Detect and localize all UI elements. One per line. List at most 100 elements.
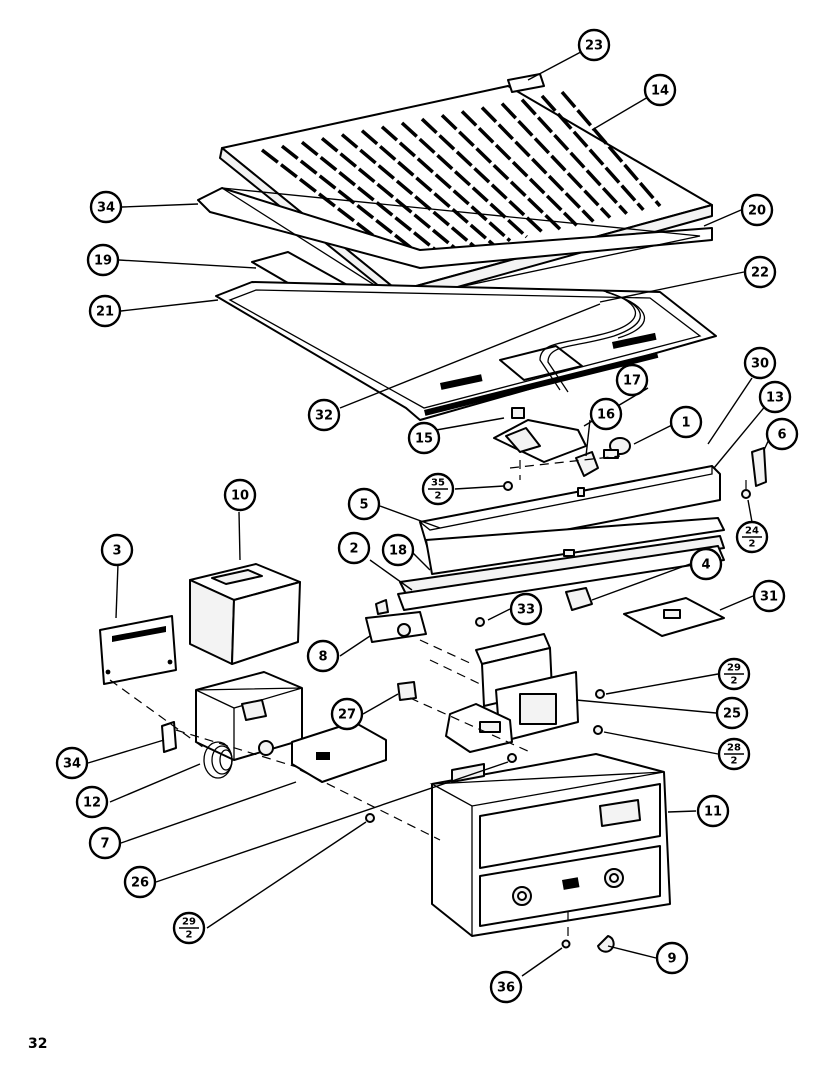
callout-30: 30 xyxy=(743,346,777,380)
callout-17: 17 xyxy=(615,363,649,397)
callout-number: 10 xyxy=(231,489,249,504)
callout-24_2: 242 xyxy=(735,520,769,554)
callout-12: 12 xyxy=(75,785,109,819)
callout-circle xyxy=(123,865,157,899)
tray-21 xyxy=(215,281,717,421)
callout-number: 21 xyxy=(96,305,114,320)
callout-35_2: 352 xyxy=(421,472,455,506)
callout-number: 12 xyxy=(83,796,101,811)
coil-12 xyxy=(203,741,233,779)
callout-circle xyxy=(223,478,257,512)
callout-circle xyxy=(330,697,364,731)
callout-circle xyxy=(715,696,749,730)
shelf-liner xyxy=(197,187,713,301)
fitting-8 xyxy=(365,599,427,643)
callout-number: 28 xyxy=(727,743,741,754)
callout-number: 16 xyxy=(597,408,615,423)
callout-number: 14 xyxy=(651,84,669,99)
screws xyxy=(365,481,605,823)
callout-31: 31 xyxy=(752,579,786,613)
callout-circle xyxy=(88,294,122,328)
callout-29_2a: 292 xyxy=(717,657,751,691)
callout-number: 3 xyxy=(112,544,121,559)
callout-19: 19 xyxy=(86,243,120,277)
callout-circle xyxy=(669,405,703,439)
callout-circle xyxy=(765,417,799,451)
callout-9: 9 xyxy=(655,941,689,975)
grille-slot xyxy=(480,106,595,223)
callout-34b: 34 xyxy=(55,746,89,780)
callout-11: 11 xyxy=(696,794,730,828)
callout-circle xyxy=(337,531,371,565)
callout-number: 29 xyxy=(182,917,196,928)
callout-25: 25 xyxy=(715,696,749,730)
callout-number: 25 xyxy=(723,707,741,722)
control-panel-11 xyxy=(429,753,671,937)
callout-15: 15 xyxy=(407,421,441,455)
callout-circle xyxy=(381,533,415,567)
callout-23: 23 xyxy=(577,28,611,62)
wire-harness xyxy=(539,289,646,393)
clip-6 xyxy=(741,447,767,499)
knob-9 xyxy=(561,935,615,953)
callout-number: 4 xyxy=(701,558,710,573)
grille-slot xyxy=(280,144,428,262)
callout-number: 6 xyxy=(777,428,786,443)
grille-slot xyxy=(400,121,528,239)
grille-slot xyxy=(420,117,545,235)
callout-number: 22 xyxy=(751,266,769,281)
grille-slot xyxy=(500,102,612,219)
callout-circle xyxy=(743,346,777,380)
callout-circle xyxy=(696,794,730,828)
callout-number: 27 xyxy=(338,708,356,723)
channel-parts xyxy=(397,517,725,611)
callout-32: 32 xyxy=(307,398,341,432)
callout-quantity: 2 xyxy=(186,930,193,941)
callout-29_2b: 292 xyxy=(172,911,206,945)
callout-6: 6 xyxy=(765,417,799,451)
callout-circle xyxy=(407,421,441,455)
callout-quantity: 2 xyxy=(435,491,442,502)
callout-circle xyxy=(752,579,786,613)
callout-circle xyxy=(489,970,523,1004)
callout-number: 17 xyxy=(623,374,641,389)
callout-number: 5 xyxy=(359,498,368,513)
callout-circle xyxy=(743,255,777,289)
callout-16: 16 xyxy=(589,397,623,431)
callout-number: 9 xyxy=(667,952,676,967)
switch-4 xyxy=(565,587,593,611)
callout-circle xyxy=(615,363,649,397)
callout-36: 36 xyxy=(489,970,523,1004)
callout-number: 32 xyxy=(315,409,333,424)
callout-20: 20 xyxy=(740,193,774,227)
callout-circle xyxy=(306,639,340,673)
callout-7: 7 xyxy=(88,826,122,860)
callout-number: 13 xyxy=(766,391,784,406)
callout-number: 8 xyxy=(318,650,327,665)
callout-14: 14 xyxy=(643,73,677,107)
grille-slot xyxy=(520,98,628,215)
callout-number: 26 xyxy=(131,876,149,891)
callout-circle xyxy=(55,746,89,780)
grille-slot xyxy=(360,129,495,246)
clip-34 xyxy=(161,721,177,753)
callout-circle xyxy=(643,73,677,107)
callout-number: 18 xyxy=(389,544,407,559)
callout-circle xyxy=(655,941,689,975)
callout-number: 34 xyxy=(97,201,115,216)
callout-circle xyxy=(740,193,774,227)
callout-8: 8 xyxy=(306,639,340,673)
grille-slot xyxy=(440,113,562,231)
callout-circle xyxy=(86,243,120,277)
callout-number: 36 xyxy=(497,981,515,996)
callout-10: 10 xyxy=(223,478,257,512)
callout-33: 33 xyxy=(509,592,543,626)
callout-circle xyxy=(589,397,623,431)
callout-number: 2 xyxy=(349,542,358,557)
callout-circle xyxy=(347,487,381,521)
alignment-lines xyxy=(109,455,747,940)
grille-slot xyxy=(380,125,512,243)
callout-number: 29 xyxy=(727,663,741,674)
callout-number: 33 xyxy=(517,603,535,618)
